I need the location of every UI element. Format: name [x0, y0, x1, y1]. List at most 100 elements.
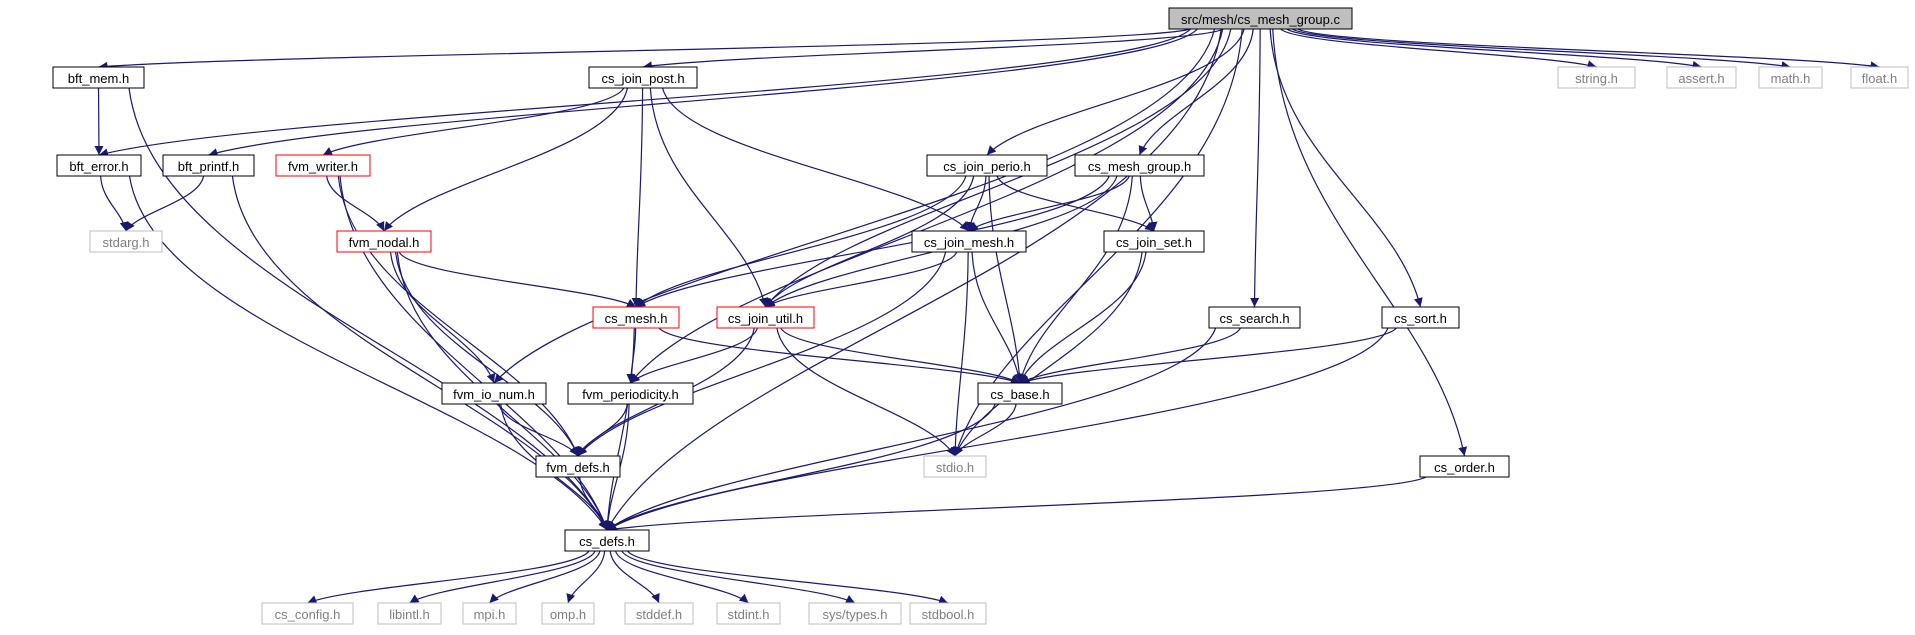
node-box[interactable] [535, 455, 621, 478]
edge-root-to-string [1280, 28, 1597, 70]
node-box[interactable] [1074, 154, 1205, 177]
edge-cs_join_perio-to-cs_mesh [635, 175, 967, 308]
node-cs-base[interactable]: cs_base.h [977, 382, 1063, 405]
node-box[interactable] [977, 382, 1063, 405]
node-box[interactable] [1557, 66, 1636, 89]
edge-cs_base-to-cs_defs [606, 403, 996, 531]
node-box[interactable] [56, 154, 142, 177]
node-omp[interactable]: omp.h [541, 602, 595, 625]
node-box[interactable] [162, 154, 255, 177]
node-label: cs_join_mesh.h [924, 235, 1014, 250]
node-label: cs_join_perio.h [943, 159, 1030, 174]
node-fvm-defs[interactable]: fvm_defs.h [535, 455, 621, 478]
node-bft-mem[interactable]: bft_mem.h [52, 66, 145, 89]
node-cs-sort[interactable]: cs_sort.h [1381, 306, 1460, 329]
node-cs-join-util[interactable]: cs_join_util.h [716, 306, 815, 329]
node-label: cs_base.h [990, 387, 1049, 402]
edge-cs_join_post-to-fvm_nodal [383, 87, 629, 232]
nodes-layer: src/mesh/cs_mesh_group.c bft_mem.h cs_join… [52, 7, 1909, 625]
node-label: stdbool.h [922, 607, 975, 622]
node-bft-printf[interactable]: bft_printf.h [162, 154, 255, 177]
edge-cs_sort-to-cs_base [1019, 327, 1397, 385]
node-label: fvm_defs.h [546, 460, 610, 475]
node-box[interactable] [592, 306, 680, 329]
node-cs-config[interactable]: cs_config.h [261, 602, 354, 625]
node-cs-join-perio[interactable]: cs_join_perio.h [926, 154, 1048, 177]
node-stddef[interactable]: stddef.h [624, 602, 694, 625]
node-stdio[interactable]: stdio.h [923, 455, 987, 478]
edge-cs_mesh_group-to-cs_join_set [1139, 175, 1158, 232]
node-label: mpi.h [474, 607, 506, 622]
edge-cs_mesh-to-cs_base [658, 327, 1021, 385]
node-cs-mesh[interactable]: cs_mesh.h [592, 306, 680, 329]
node-cs-join-mesh[interactable]: cs_join_mesh.h [911, 230, 1027, 253]
node-cs-join-set[interactable]: cs_join_set.h [1103, 230, 1205, 253]
edge-root-to-cs_join_util [765, 28, 1232, 308]
node-box[interactable] [716, 602, 781, 625]
node-box[interactable] [1850, 66, 1909, 89]
node-box[interactable] [1168, 7, 1353, 30]
node-cs-join-post[interactable]: cs_join_post.h [588, 66, 698, 89]
node-box[interactable] [926, 154, 1048, 177]
node-box[interactable] [1419, 455, 1510, 478]
node-box[interactable] [624, 602, 694, 625]
node-box[interactable] [441, 382, 547, 405]
node-box[interactable] [1381, 306, 1460, 329]
node-box[interactable] [1208, 306, 1301, 329]
edge-cs_join_perio-to-cs_join_set [996, 175, 1155, 232]
node-mpi[interactable]: mpi.h [462, 602, 517, 625]
node-fvm-periodicity[interactable]: fvm_periodicity.h [567, 382, 694, 405]
node-box[interactable] [588, 66, 698, 89]
node-box[interactable] [808, 602, 902, 625]
node-fvm-io-num[interactable]: fvm_io_num.h [441, 382, 547, 405]
node-box[interactable] [261, 602, 354, 625]
edge-cs_join_set-to-stdio [954, 251, 1143, 457]
node-box[interactable] [564, 529, 650, 552]
node-box[interactable] [923, 455, 987, 478]
edge-cs_defs-to-cs_config [307, 550, 590, 604]
node-box[interactable] [89, 230, 163, 253]
node-box[interactable] [52, 66, 145, 89]
edge-cs_join_set-to-cs_base [1019, 251, 1147, 384]
node-label: cs_order.h [1434, 460, 1495, 475]
node-string[interactable]: string.h [1557, 66, 1636, 89]
node-box[interactable] [909, 602, 987, 625]
node-libintl[interactable]: libintl.h [377, 602, 442, 625]
node-fvm-nodal[interactable]: fvm_nodal.h [336, 230, 432, 253]
node-stdint[interactable]: stdint.h [716, 602, 781, 625]
node-box[interactable] [1103, 230, 1205, 253]
node-box[interactable] [1758, 66, 1823, 89]
edge-root-to-bft_printf [208, 28, 1198, 157]
edge-cs_mesh_group-to-cs_join_mesh [968, 175, 1130, 232]
node-label: assert.h [1678, 71, 1724, 86]
edge-cs_mesh_group-to-cs_base [1017, 175, 1133, 384]
node-stdarg[interactable]: stdarg.h [89, 230, 163, 253]
node-stdbool[interactable]: stdbool.h [909, 602, 987, 625]
edge-root-to-assert [1286, 28, 1702, 70]
node-root[interactable]: src/mesh/cs_mesh_group.c [1168, 7, 1353, 30]
node-cs-mesh-group[interactable]: cs_mesh_group.h [1074, 154, 1205, 177]
edge-cs_base-to-stdio [954, 403, 1017, 457]
node-float[interactable]: float.h [1850, 66, 1909, 89]
node-fvm-writer[interactable]: fvm_writer.h [275, 154, 371, 177]
node-cs-order[interactable]: cs_order.h [1419, 455, 1510, 478]
node-box[interactable] [462, 602, 517, 625]
node-box[interactable] [1666, 66, 1737, 89]
node-box[interactable] [275, 154, 371, 177]
node-box[interactable] [336, 230, 432, 253]
node-box[interactable] [911, 230, 1027, 253]
node-box[interactable] [716, 306, 815, 329]
node-sys-types[interactable]: sys/types.h [808, 602, 902, 625]
node-label: fvm_io_num.h [453, 387, 535, 402]
node-label: fvm_nodal.h [349, 235, 420, 250]
node-assert[interactable]: assert.h [1666, 66, 1737, 89]
edge-cs_join_post-to-cs_mesh [631, 87, 644, 308]
node-box[interactable] [377, 602, 442, 625]
node-bft-error[interactable]: bft_error.h [56, 154, 142, 177]
node-box[interactable] [541, 602, 595, 625]
node-box[interactable] [567, 382, 694, 405]
node-cs-search[interactable]: cs_search.h [1208, 306, 1301, 329]
node-cs-defs[interactable]: cs_defs.h [564, 529, 650, 552]
node-math[interactable]: math.h [1758, 66, 1823, 89]
